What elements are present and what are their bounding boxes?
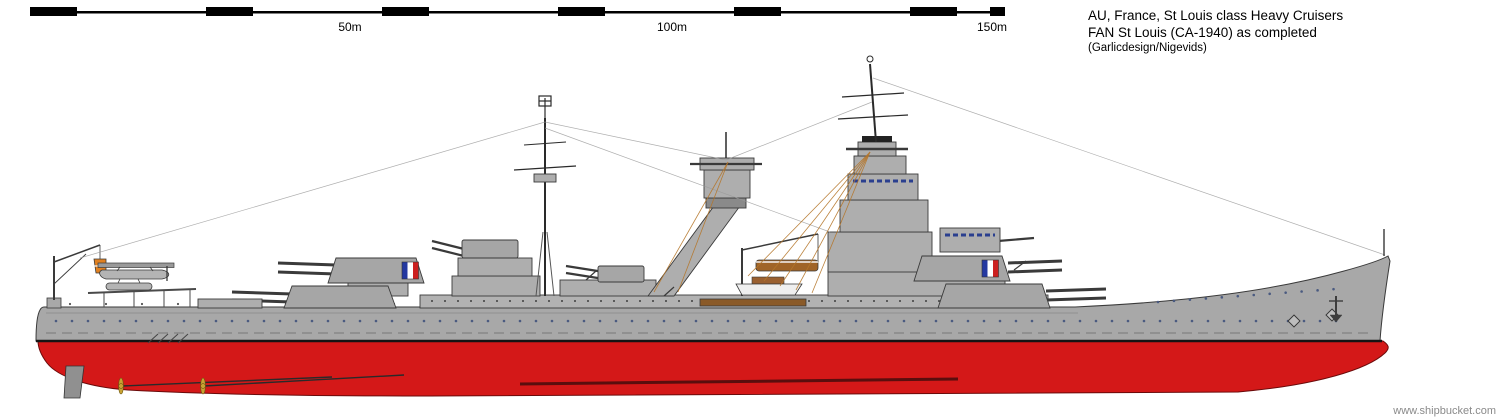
scale-label-150m: 150m (977, 20, 1007, 34)
main-mast (869, 63, 877, 143)
anchor (1329, 296, 1343, 323)
forward-aa-director (939, 227, 1035, 253)
turret-flag-forward (981, 259, 999, 278)
stern-deckhouse (197, 298, 263, 309)
title-line-1: AU, France, St Louis class Heavy Cruiser… (1088, 8, 1344, 23)
funnel-mack (647, 132, 762, 297)
propellers (118, 377, 206, 395)
title-block: AU, France, St Louis class Heavy Cruiser… (1088, 7, 1343, 56)
aft-superstructure (451, 257, 541, 297)
masthead-flag-symbol (538, 95, 552, 107)
forward-turret-superfiring (913, 255, 1063, 282)
funnel-cap (862, 136, 892, 142)
bilge-keel (519, 377, 959, 386)
foremast (513, 95, 577, 297)
seaplane-float (105, 282, 153, 291)
hull (35, 255, 1391, 342)
bridge-tower (827, 55, 933, 273)
motor-boat (735, 276, 803, 296)
watermark: www.shipbucket.com (1393, 405, 1496, 417)
rigging (79, 77, 1386, 259)
signal-halyards (653, 151, 871, 294)
catapult (87, 288, 197, 307)
deck-boat (699, 298, 807, 307)
rudder (63, 365, 85, 399)
midship-secondary-turret (565, 264, 645, 283)
df-loop (866, 55, 874, 63)
aa-guns (585, 260, 1027, 297)
upper-boat (755, 259, 819, 272)
title-line-2: FAN St Louis (CA-1940) as completed (1088, 25, 1317, 40)
seaplane-wing (97, 262, 175, 268)
seaplane-fuselage (99, 269, 170, 280)
seaplane (93, 258, 175, 291)
aft-secondary-turret (431, 239, 519, 259)
scale-label-50m: 50m (338, 20, 361, 34)
scale-label-100m: 100m (657, 20, 687, 34)
turret-flag-aft (401, 261, 419, 280)
scale-bar-line (30, 11, 1005, 14)
scale-bar: 50m 100m 150m (30, 7, 1007, 34)
propeller-shafts (121, 374, 405, 387)
title-line-3: (Garlicdesign/Nigevids) (1088, 42, 1207, 54)
underwater-hull (37, 340, 1389, 397)
forward-turret-main (937, 283, 1107, 309)
stern-hash-marks (147, 333, 189, 344)
